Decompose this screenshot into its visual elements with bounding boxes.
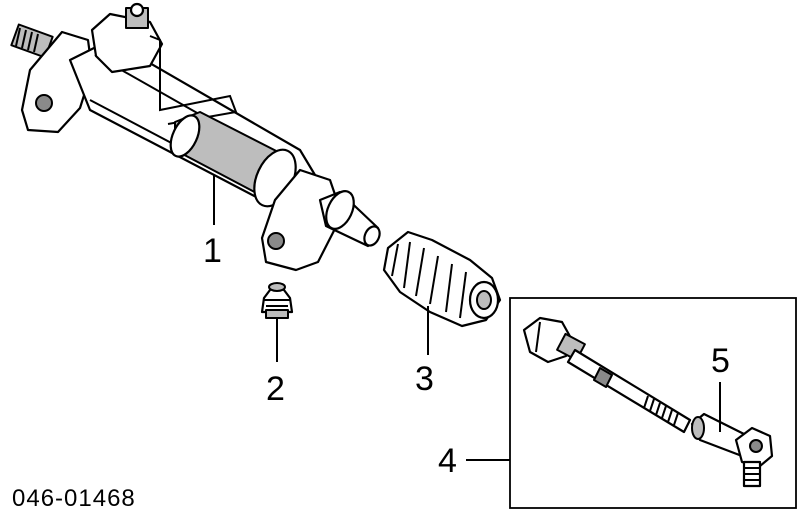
rack-left-threaded-end — [10, 23, 54, 59]
callout-4: 4 — [438, 442, 457, 480]
fluid-line — [149, 35, 238, 125]
right-bracket-bolt-hole — [267, 232, 285, 250]
tie-rod-assembly-box — [509, 297, 797, 509]
inner-tie-rod — [522, 316, 692, 434]
callout-3: 3 — [415, 360, 434, 398]
grommet-plug — [260, 282, 294, 319]
diagram-reference-code: 046-01468 — [12, 485, 136, 512]
left-bracket-bolt-hole — [35, 94, 53, 112]
callout-5: 5 — [711, 342, 730, 380]
steering-rack-housing — [10, 2, 381, 272]
outer-tie-rod-end — [690, 412, 774, 488]
rack-boot-bellows — [382, 230, 502, 328]
callout-2: 2 — [266, 370, 285, 408]
callout-1: 1 — [203, 232, 222, 270]
